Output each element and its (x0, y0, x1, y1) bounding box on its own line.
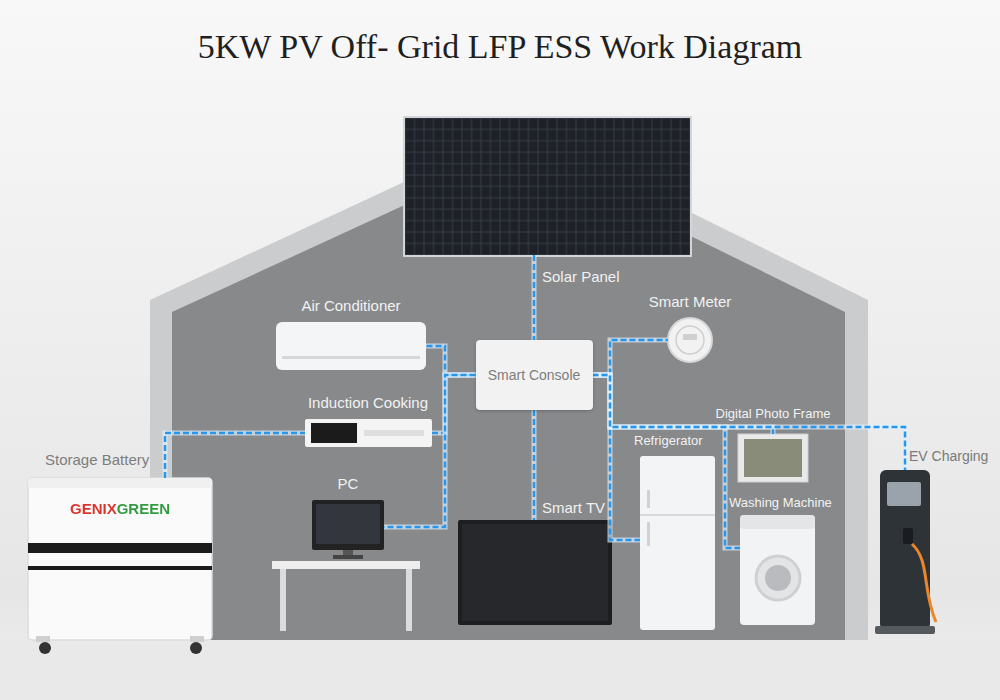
fridge-divider (640, 514, 715, 516)
air-conditioner-node: Air Conditioner (276, 322, 426, 370)
washer-node: Washing Machine (740, 515, 815, 625)
appliance-label: Smart TV (542, 499, 605, 516)
power-connector (534, 255, 535, 340)
appliance-label: Air Conditioner (301, 297, 400, 314)
appliance-label: Solar Panel (542, 268, 620, 285)
frame-screen (744, 439, 802, 477)
console-box: Smart Console (476, 340, 593, 410)
desk-top (272, 561, 420, 569)
charger-cable (912, 544, 936, 622)
battery-stripe (28, 566, 212, 570)
console-label: Smart Console (488, 367, 581, 383)
solar-panel-node: Solar Panel (405, 118, 690, 255)
photo-frame-node: Digital Photo Frame (738, 434, 808, 482)
meter-display (683, 334, 697, 340)
connector-glow (432, 375, 476, 433)
appliance-label: PC (338, 475, 359, 492)
battery-wheel (190, 642, 202, 654)
floor (0, 640, 1000, 700)
cooktop-glass (311, 423, 357, 443)
ev-charger (880, 470, 930, 630)
appliance-label: Digital Photo Frame (716, 407, 831, 422)
washer-drum (765, 565, 791, 591)
charger-screen (887, 482, 921, 506)
connector-glow (165, 433, 305, 478)
cooktop (305, 419, 432, 447)
connector-glow (532, 255, 537, 340)
ac-vent (282, 356, 420, 359)
connector-line (533, 410, 536, 520)
power-connector (593, 375, 906, 470)
connector-line (593, 375, 906, 470)
connector-glow (593, 375, 906, 470)
tv-screen (462, 524, 608, 621)
smart-meter (668, 318, 712, 362)
power-connector (593, 340, 669, 375)
connector-line (165, 433, 305, 478)
battery-cabinet (28, 478, 212, 640)
washer-panel (740, 515, 815, 529)
pc-screen (316, 504, 380, 544)
ev-charger-node: EV Charging (880, 470, 930, 630)
power-connector (432, 375, 476, 433)
battery-wheel (39, 642, 51, 654)
connector-line (533, 255, 536, 340)
power-connector (426, 346, 476, 375)
fridge-handle (647, 490, 650, 508)
appliance-label: Washing Machine (729, 496, 832, 511)
connector-glow (593, 375, 741, 548)
connector-glow (532, 410, 537, 520)
meter-dial (676, 326, 704, 354)
battery-lid (28, 478, 212, 488)
connector-line (426, 346, 476, 375)
connector-glow (593, 340, 669, 375)
charger-plug (903, 528, 913, 544)
cooktop-controls (364, 430, 424, 436)
induction-node: Induction Cooking (305, 419, 432, 447)
connector-line (593, 340, 669, 375)
pc-monitor (312, 500, 384, 550)
diagram-title: 5KW PV Off- Grid LFP ESS Work Diagram (0, 28, 1000, 66)
power-connector (534, 410, 535, 520)
smart-tv (458, 520, 612, 625)
panel-frame (403, 116, 692, 257)
appliance-label: Induction Cooking (308, 394, 428, 411)
pc-node: PC (312, 500, 384, 558)
appliance-label: Refrigerator (634, 434, 703, 449)
battery-stripe (28, 543, 212, 553)
washing-machine (740, 515, 815, 625)
desk-leg (280, 569, 286, 631)
air-conditioner (276, 322, 426, 370)
pc-base (333, 555, 363, 559)
fridge-handle (647, 522, 650, 546)
photo-frame (738, 434, 808, 482)
battery-node: Storage BatteryGENIXGREEN (28, 478, 212, 640)
smart-tv-node: Smart TV (458, 520, 612, 625)
battery-foot (190, 636, 204, 642)
connector-glow (426, 346, 476, 375)
connector-line (593, 375, 741, 548)
refrigerator (640, 456, 715, 630)
power-connector (165, 433, 305, 478)
battery-foot (36, 636, 50, 642)
solar-panel (405, 118, 690, 255)
refrigerator-node: Refrigerator (640, 456, 715, 630)
desk-leg (406, 569, 412, 631)
appliance-label: Smart Meter (649, 293, 732, 310)
appliance-label: Storage Battery (45, 451, 149, 468)
washer-door (756, 556, 800, 600)
brand-logo: GENIXGREEN (70, 500, 170, 517)
power-connector (593, 375, 741, 548)
appliance-label: EV Charging (909, 448, 988, 464)
smart-meter-node: Smart Meter (668, 318, 712, 362)
charger-base (875, 626, 935, 634)
connector-line (432, 375, 476, 433)
